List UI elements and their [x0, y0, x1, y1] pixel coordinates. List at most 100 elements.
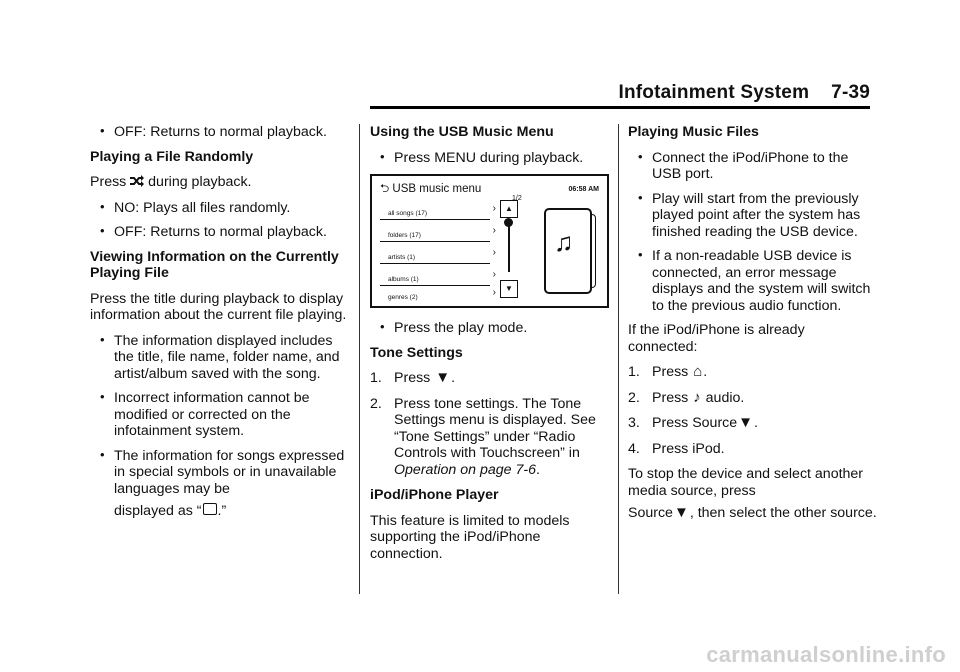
- column-2: Using the USB Music Menu Press MENU duri…: [370, 124, 610, 571]
- stop-device-line-2: Source▼, then select the other source.: [628, 504, 878, 522]
- back-icon: ⮌: [380, 183, 390, 195]
- menu-item-label: folders (17): [388, 232, 421, 239]
- chevron-right-icon: ›: [492, 287, 496, 298]
- page-number: 7-39: [831, 82, 870, 103]
- heading-ipod-player: iPod/iPhone Player: [370, 487, 499, 503]
- chevron-right-icon: ›: [492, 203, 496, 214]
- para-press-random: Press during playback.: [90, 174, 352, 191]
- step-number: 4.: [628, 440, 640, 457]
- text-during-playback: during playback.: [148, 174, 252, 190]
- down-triangle-icon: ▼: [673, 504, 689, 521]
- section-title: Infotainment System: [618, 82, 810, 103]
- displayed-as-line: displayed as “ .”: [114, 503, 352, 520]
- text-quote-end: .”: [217, 503, 227, 519]
- menu-item-albums: albums (1) ›: [380, 264, 496, 286]
- bullet-incorrect-info: Incorrect information cannot be modified…: [90, 389, 352, 440]
- album-art-placeholder: ♫: [544, 208, 596, 294]
- bullet-non-readable: If a non-readable USB device is connecte…: [628, 247, 878, 314]
- menu-item-label: all songs (17): [388, 210, 428, 217]
- album-art-edge: [591, 214, 596, 288]
- bullet-play-mode: Press the play mode.: [370, 319, 610, 337]
- para-if-connected: If the iPod/iPhone is already connected:: [628, 322, 805, 355]
- heading-tone-settings: Tone Settings: [370, 344, 463, 361]
- bullet-special-symbols: The information for songs expressed in s…: [90, 447, 352, 520]
- menu-item-label: genres (2): [388, 294, 418, 301]
- heading-random: Playing a File Randomly: [90, 148, 254, 165]
- text-stop-device: To stop the device and select another me…: [628, 466, 864, 499]
- step-number: 2.: [628, 389, 640, 406]
- down-triangle-icon: ▼: [435, 369, 451, 386]
- scroll-up-button: ▲: [500, 200, 518, 218]
- bullet-press-menu: Press MENU during playback.: [370, 149, 610, 167]
- column-3: Playing Music Files Connect the iPod/iPh…: [628, 124, 878, 531]
- menu-item-all-songs: all songs (17) ›: [380, 198, 496, 220]
- screen-title-text: USB music menu: [392, 183, 482, 195]
- menu-item-artists: artists (1) ›: [380, 242, 496, 264]
- text-select-other: , then select the other source.: [689, 505, 877, 521]
- step-end: .: [451, 370, 456, 386]
- ipod-step-4: 4. Press iPod.: [628, 441, 878, 458]
- heading-view-info: Viewing Information on the Currently Pla…: [90, 248, 339, 282]
- step-text: Press Source: [652, 415, 738, 431]
- column-1: OFF: Returns to normal playback. Playing…: [90, 123, 352, 528]
- step-number: 1.: [370, 370, 382, 386]
- para-ipod-player: This feature is limited to models suppor…: [370, 512, 570, 562]
- menu-item-folders: folders (17) ›: [380, 220, 496, 242]
- step-end: .: [535, 461, 540, 478]
- bullet-off-2: OFF: Returns to normal playback.: [90, 223, 352, 241]
- step-text: Press: [394, 370, 431, 386]
- step-number: 1.: [628, 364, 640, 380]
- ipod-step-3: 3. Press Source▼.: [628, 414, 878, 432]
- bullet-no: NO: Plays all files randomly.: [90, 199, 352, 217]
- ipod-step-1: 1. Press ⌂.: [628, 363, 878, 381]
- usb-music-menu-screen: ⮌ USB music menu 06:58 AM 1/2 all songs …: [370, 174, 609, 308]
- text-special-symbols: The information for songs expressed in s…: [114, 447, 345, 497]
- column-divider-2: [618, 124, 619, 594]
- tone-step-2: 2. Press tone settings. The Tone Settings…: [370, 396, 610, 479]
- chevron-right-icon: ›: [492, 269, 496, 280]
- para-view-info: Press the title during playback to displ…: [90, 290, 347, 324]
- menu-item-genres: genres (2) ›: [380, 282, 496, 303]
- step-text: Press tone settings. The Tone Settings m…: [394, 395, 596, 462]
- scroll-track: [508, 220, 510, 272]
- bullet-off-1: OFF: Returns to normal playback.: [90, 123, 352, 141]
- bullet-info-displayed: The information displayed includes the t…: [90, 332, 352, 383]
- cross-reference: Operation on page 7-6: [394, 461, 536, 478]
- heading-usb-menu: Using the USB Music Menu: [370, 124, 554, 140]
- menu-item-label: artists (1): [388, 254, 416, 261]
- screen-page-indicator: 1/2: [512, 195, 522, 202]
- text-source: Source: [628, 505, 673, 521]
- step-text: Press: [652, 364, 689, 380]
- step-number: 2.: [370, 395, 382, 412]
- text-displayed-as: displayed as “: [114, 503, 202, 519]
- tone-step-1: 1. Press ▼.: [370, 369, 610, 387]
- scroll-down-button: ▼: [500, 280, 518, 298]
- ipod-step-2: 2. Press ♪ audio.: [628, 388, 878, 407]
- music-note-icon: ♪: [693, 388, 701, 406]
- chevron-right-icon: ›: [492, 247, 496, 258]
- step-text: Press iPod.: [652, 440, 725, 457]
- screen-clock: 06:58 AM: [568, 186, 599, 193]
- heading-playing-music: Playing Music Files: [628, 124, 759, 140]
- music-note-icon: ♫: [554, 227, 574, 257]
- bullet-connect: Connect the iPod/iPhone to the USB port.: [628, 149, 878, 183]
- para-stop-device: To stop the device and select another me…: [628, 466, 878, 522]
- unavailable-char-icon: [202, 503, 217, 515]
- page-header: Infotainment System 7-39: [370, 82, 870, 104]
- down-triangle-icon: ▼: [738, 414, 754, 431]
- scroll-thumb: [504, 218, 513, 227]
- shuffle-icon: [130, 175, 145, 187]
- step-end: audio.: [705, 389, 745, 406]
- step-end: .: [754, 415, 758, 431]
- home-icon: ⌂: [693, 363, 703, 380]
- text-press: Press: [90, 174, 127, 190]
- bullet-play-start: Play will start from the previously play…: [628, 190, 878, 241]
- step-text: Press: [652, 389, 689, 406]
- menu-item-label: albums (1): [388, 276, 419, 283]
- column-divider-1: [359, 124, 360, 594]
- watermark: carmanualsonline.info: [706, 642, 946, 667]
- step-number: 3.: [628, 415, 640, 431]
- screen-title: ⮌ USB music menu: [380, 181, 481, 198]
- chevron-right-icon: ›: [492, 225, 496, 236]
- step-end: .: [703, 364, 708, 380]
